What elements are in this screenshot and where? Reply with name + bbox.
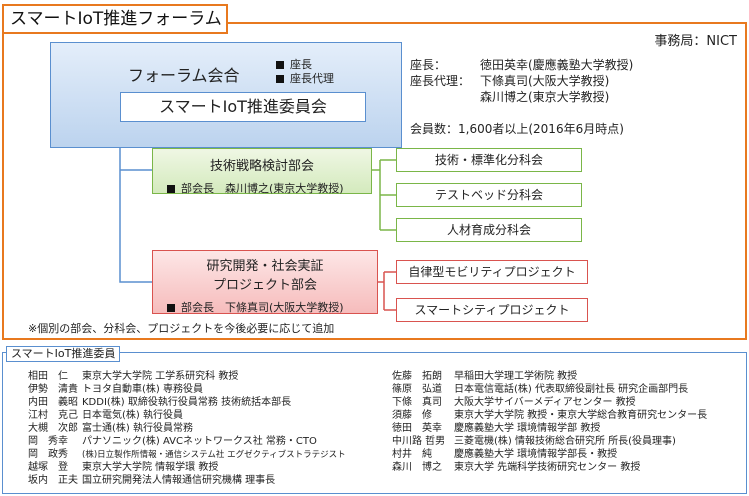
subcommittee-testbed: テストベッド分科会 [396, 183, 582, 207]
member-row: 江村 克己日本電気(株) 執行役員 [28, 410, 183, 421]
footnote: ※個別の部会、分科会、プロジェクトを今後必要に応じて追加 [28, 322, 335, 335]
subcommittee-hr: 人材育成分科会 [396, 218, 582, 242]
project-mobility: 自律型モビリティプロジェクト [396, 260, 588, 284]
tech-strategy-title: 技術戦略検討部会 [209, 159, 314, 174]
vice-chair-info: 座長代理：下條真司(大阪大学教授) [410, 74, 610, 88]
tech-strategy-box: 技術戦略検討部会 部会長 森川博之(東京大学教授) [152, 148, 372, 196]
member-row: 中川路 哲男三菱電機(株) 情報技術総合研究所 所長(役員理事) [392, 436, 676, 447]
member-row: 森川 博之東京大学 先端科学技術研究センター 教授 [392, 462, 641, 473]
rd-project-box: 研究開発・社会実証 プロジェクト部会 部会長 下條真司(大阪大学教授) [152, 250, 378, 314]
vice-chair-info-2: 森川博之(東京大学教授) [480, 90, 610, 104]
promotion-committee-box: スマートIoT推進委員会 [120, 92, 366, 122]
role-vice-chair: 座長代理 [276, 70, 334, 86]
member-row: 下條 真司大阪大学サイバーメディアセンター 教授 [392, 397, 636, 408]
bullet-square-icon [167, 185, 175, 193]
member-row: 相田 仁東京大学大学院 工学系研究科 教授 [28, 371, 239, 382]
member-row: 岡 秀幸パナソニック(株) AVCネットワークス社 常務・CTO [28, 436, 317, 447]
member-row: 坂内 正夫国立研究開発法人情報通信研究機構 理事長 [28, 475, 276, 486]
project-smart-city: スマートシティプロジェクト [396, 298, 588, 322]
member-row: 須藤 修東京大学大学院 教授・東京大学総合教育研究センター長 [392, 410, 708, 421]
page-title: スマートIoT推進フォーラム [2, 4, 228, 34]
member-row: 越塚 登東京大学大学院 情報学環 教授 [28, 462, 219, 473]
members-right-list: 佐藤 拓朗早稲田大学理工学術院 教授 篠原 弘道日本電信電話(株) 代表取締役副… [392, 370, 707, 474]
member-row: 伊勢 清貴トヨタ自動車(株) 専務役員 [28, 384, 203, 395]
tech-strategy-head: 部会長 森川博之(東京大学教授) [167, 180, 371, 196]
rd-head: 部会長 下條真司(大阪大学教授) [167, 299, 377, 315]
member-row: 岡 政秀(株)日立製作所情報・通信システム社 エグゼクティブストラテジスト [28, 449, 346, 460]
bullet-square-icon [276, 75, 284, 83]
members-title: スマートIoT推進委員 [6, 346, 121, 362]
role-chair: 座長 [276, 56, 312, 72]
forum-frame [2, 22, 747, 340]
members-panel [2, 352, 747, 494]
rd-title-line1: 研究開発・社会実証 [206, 259, 324, 274]
member-row: 村井 純慶應義塾大学 環境情報学部長・教授 [392, 449, 618, 460]
members-left-list: 相田 仁東京大学大学院 工学系研究科 教授 伊勢 清貴トヨタ自動車(株) 専務役… [28, 370, 346, 487]
chair-info: 座長：徳田英幸(慶應義塾大学教授) [410, 58, 634, 72]
bullet-square-icon [167, 304, 175, 312]
members-count: 会員数：1,600者以上(2016年6月時点) [410, 122, 624, 136]
bullet-square-icon [276, 61, 284, 69]
member-row: 佐藤 拓朗早稲田大学理工学術院 教授 [392, 371, 578, 382]
member-row: 徳田 英幸慶應義塾大学 環境情報学部 教授 [392, 423, 601, 434]
subcommittee-standardization: 技術・標準化分科会 [396, 148, 582, 172]
member-row: 篠原 弘道日本電信電話(株) 代表取締役副社長 研究企画部門長 [392, 384, 689, 395]
forum-meeting-title: フォーラム会合 [128, 66, 240, 85]
rd-title-line2: プロジェクト部会 [212, 278, 317, 293]
member-row: 大槻 次郎富士通(株) 執行役員常務 [28, 423, 193, 434]
secretariat-label: 事務局：NICT [654, 34, 737, 49]
